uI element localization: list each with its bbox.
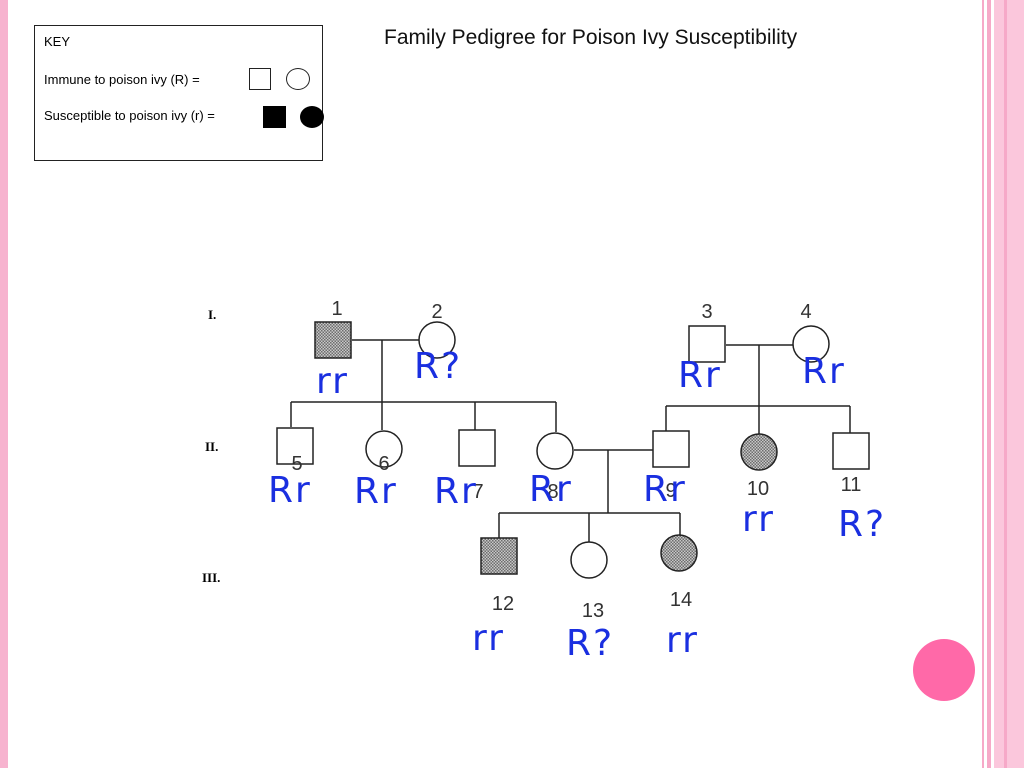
individual-8-genotype: Rr [529,469,573,510]
left-border [0,0,8,768]
individual-9-number: 9 [665,480,676,502]
individual-7-male-square [458,429,496,467]
individual-7-number: 7 [472,481,483,503]
individual-3-number: 3 [701,301,712,323]
individual-14-number: 14 [670,589,692,611]
individual-13-number: 13 [582,600,604,622]
right-border-stripe [987,0,991,768]
individual-12-male-square [480,537,518,575]
individual-1-genotype: rr [316,361,349,402]
page-title: Family Pedigree for Poison Ivy Susceptib… [384,26,798,49]
individual-3-male-square [688,325,726,363]
individual-11-number: 11 [841,474,862,496]
right-border-stripe [1004,0,1007,768]
individual-5-male-square [276,427,314,465]
individual-1-male-square [314,321,352,359]
individual-11-genotype: R? [838,504,886,545]
individual-2-female-circle [418,321,456,359]
individual-14-genotype: rr [666,620,699,661]
individual-13-female-circle [570,541,608,579]
individual-6-female-circle [365,430,403,468]
individual-12-genotype: rr [472,618,505,659]
individual-5-genotype: Rr [268,470,312,511]
individual-6-genotype: Rr [354,471,398,512]
individual-10-genotype: rr [742,499,775,540]
individual-5-number: 5 [291,453,302,475]
susceptible-female-circle-icon [300,106,324,128]
right-border-stripe [982,0,984,768]
individual-14-female-circle [660,534,698,572]
individual-4-genotype: Rr [802,351,846,392]
right-border-band [994,0,1024,768]
individual-13-genotype: R? [566,623,614,664]
generation-label-2: II. [205,439,219,454]
individual-4-number: 4 [800,301,811,323]
key-immune-label: Immune to poison ivy (R) = [44,72,200,87]
individual-6-number: 6 [378,453,389,475]
individual-9-genotype: Rr [643,469,687,510]
individual-9-male-square [652,430,690,468]
immune-female-circle-icon [286,68,310,90]
individual-11-male-square [832,432,870,470]
decorative-dot [913,639,975,701]
individual-8-number: 8 [547,481,558,503]
individual-3-genotype: Rr [678,355,722,396]
individual-2-genotype: R? [414,346,462,387]
key-susceptible-label: Susceptible to poison ivy (r) = [44,108,215,123]
individual-12-number: 12 [492,593,514,615]
generation-label-1: I. [208,307,217,322]
individual-1-number: 1 [331,298,342,320]
individual-10-female-circle [740,433,778,471]
individual-8-female-circle [536,432,574,470]
key-heading: KEY [44,34,71,49]
individual-10-number: 10 [747,478,769,500]
generation-label-3: III. [202,570,221,585]
individual-7-genotype: Rr [434,471,478,512]
susceptible-male-square-icon [263,106,286,128]
immune-male-square-icon [249,68,271,90]
key-legend: KEY Immune to poison ivy (R) = Susceptib… [34,25,324,161]
individual-2-number: 2 [431,301,442,323]
individual-4-female-circle [792,325,830,363]
